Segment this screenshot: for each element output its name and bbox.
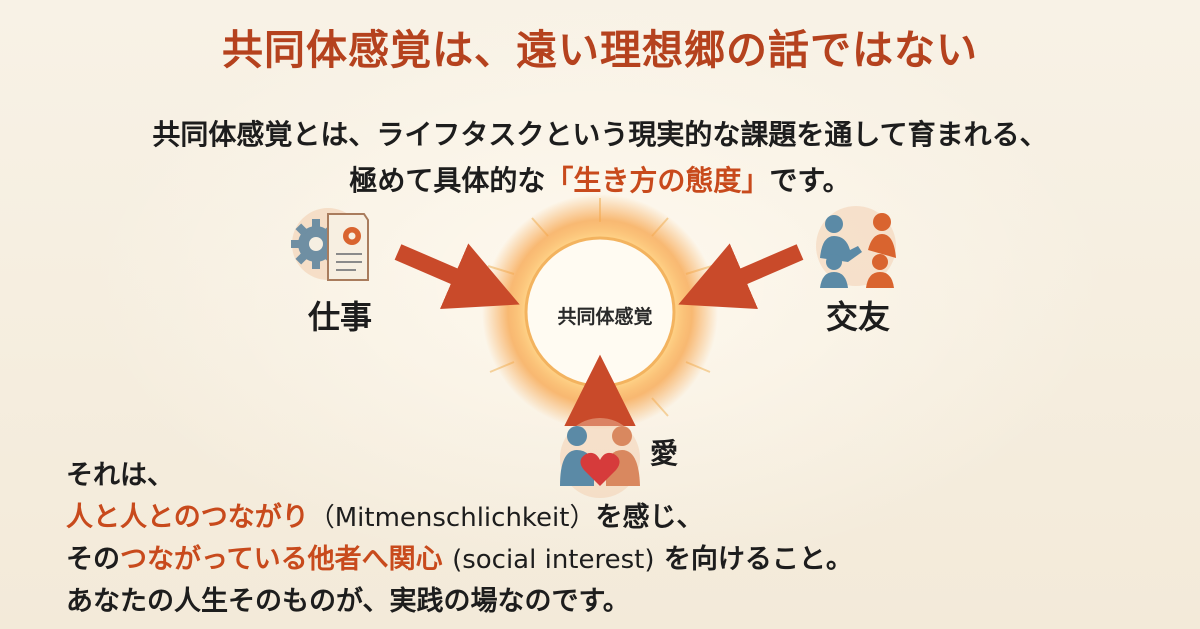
center-label: 共同体感覚 [557,306,653,328]
bottom-line-3-pre: その [66,544,120,575]
bottom-line-3-latin: (social interest) [452,545,655,575]
bottom-line-4: あなたの人生そのものが、実践の場なのです。 [66,586,630,617]
bottom-line-2-latin: （Mitmenschlichkeit） [308,503,596,533]
label-friendship: 交友 [826,298,891,336]
gear-document-icon [291,208,369,281]
intro-text: 共同体感覚とは、ライフタスクという現実的な課題を通して育まれる、 極めて具体的な… [0,112,1200,204]
label-work: 仕事 [308,298,373,336]
bottom-line-2-highlight: 人と人とのつながり [66,502,309,533]
bottom-line-2-post: を感じ、 [595,502,704,533]
intro-highlight: 「生き方の態度」 [545,164,770,197]
bottom-line-2: 人と人とのつながり（Mitmenschlichkeit）を感じ、 [66,497,853,539]
label-love: 愛 [650,437,679,470]
bottom-line-3: そのつながっている他者へ関心 (social interest) を向けること。 [66,539,853,581]
bottom-line-3-highlight: つながっている他者へ関心 [120,544,443,575]
arrow-work [394,243,520,309]
intro-line-2-post: です。 [769,164,851,197]
couple-heart-icon [560,418,640,498]
intro-line-2-pre: 極めて具体的な [349,164,546,197]
intro-line-2: 極めて具体的な「生き方の態度」です。 [0,158,1200,204]
bottom-line-1: それは、 [66,460,174,491]
arrow-friendship [678,243,804,309]
bottom-line-3-post: を向けること。 [663,544,853,575]
bottom-text: それは、 人と人とのつながり（Mitmenschlichkeit）を感じ、 その… [66,455,853,623]
page-title: 共同体感覚は、遠い理想郷の話ではない [222,26,978,74]
people-group-icon [816,206,896,288]
intro-line-1: 共同体感覚とは、ライフタスクという現実的な課題を通して育まれる、 [152,118,1048,151]
